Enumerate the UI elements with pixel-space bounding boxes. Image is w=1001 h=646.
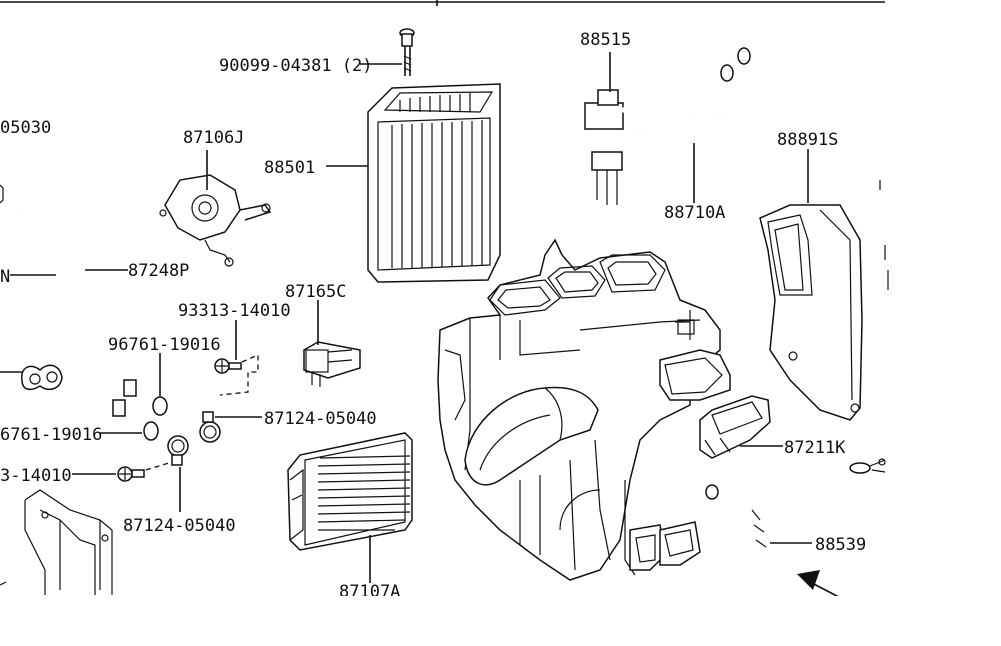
o-ring-96761-top (152, 396, 168, 416)
evaporator-88501-drawing (367, 83, 501, 283)
label-87248P: 87248P (128, 261, 189, 281)
bolt-90099-drawing (399, 28, 415, 76)
part-87211K-drawing (699, 395, 771, 459)
drain-hose-88539-drawing (705, 482, 769, 586)
label-n-left: N (0, 267, 10, 287)
label-88891S: 88891S (777, 130, 838, 150)
label-96761-19016-left: 6761-19016 (0, 425, 102, 445)
clamp-left-drawing (21, 364, 63, 391)
heater-pipes-87248P-drawing (0, 184, 137, 417)
partial-part-right-edge (879, 180, 889, 290)
label-05030: 05030 (0, 118, 51, 138)
screw-93313-left-drawing (117, 466, 145, 482)
o-ring-96761-left (143, 421, 159, 441)
label-88515: 88515 (580, 30, 631, 50)
heater-core-87107A-drawing (287, 432, 413, 551)
label-87165C: 87165C (285, 282, 346, 302)
dashed-line-top (219, 354, 259, 396)
label-87106J: 87106J (183, 128, 244, 148)
label-93313-14010-left: 3-14010 (0, 466, 72, 486)
label-90099-04381: 90099-04381 (2) (219, 56, 373, 76)
left-panel-drawing (0, 489, 113, 595)
duct-88891S-drawing (759, 204, 863, 421)
small-connector-right (849, 458, 886, 474)
screw-93313-top-drawing (214, 358, 242, 374)
bottom-crop-mask (0, 596, 1001, 646)
main-heater-unit-drawing (437, 238, 731, 581)
label-93313-14010-top: 93313-14010 (178, 301, 291, 321)
clamp-87124-right-drawing (199, 411, 221, 443)
label-88710A: 88710A (664, 203, 725, 223)
label-87124-05040-right: 87124-05040 (264, 409, 377, 429)
servo-motor-87106J-drawing (159, 174, 272, 267)
label-88501: 88501 (264, 158, 315, 178)
dashed-line-left (145, 461, 173, 471)
pipe-assembly-88710A-drawing (584, 47, 773, 212)
resistor-87165C-drawing (303, 341, 361, 387)
clamp-87124-bottom-drawing (167, 435, 189, 466)
label-96761-19016-top: 96761-19016 (108, 335, 221, 355)
label-87124-05040-bottom: 87124-05040 (123, 516, 236, 536)
label-88539: 88539 (815, 535, 866, 555)
label-87211K: 87211K (784, 438, 846, 458)
